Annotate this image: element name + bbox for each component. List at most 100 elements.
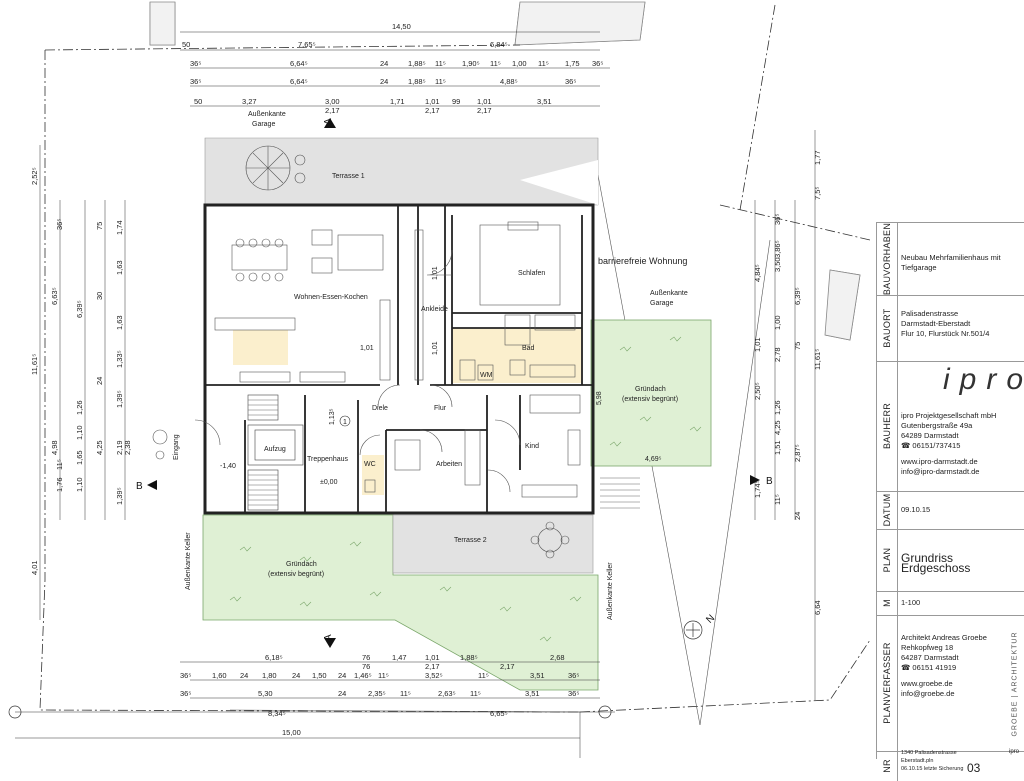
svg-text:3,00: 3,00 [325, 97, 340, 106]
svg-text:1,13⁵: 1,13⁵ [329, 408, 336, 425]
svg-text:4,88⁵: 4,88⁵ [500, 77, 518, 86]
svg-text:11⁵: 11⁵ [490, 59, 501, 68]
dimension-labels-bottom: 6,18⁵ 76 1,47 1,01 1,88⁵ 2,68 76 2,17 2,… [180, 653, 579, 737]
svg-text:11,61⁵: 11,61⁵ [30, 354, 39, 375]
svg-text:24: 24 [95, 377, 104, 385]
svg-text:1,90⁵: 1,90⁵ [462, 59, 480, 68]
svg-text:Garage: Garage [252, 121, 275, 128]
svg-text:barrierefreie Wohnung: barrierefreie Wohnung [598, 256, 687, 266]
grid-marker [598, 705, 612, 719]
dimension-lines [15, 31, 816, 739]
svg-text:1,74⁵: 1,74⁵ [753, 480, 762, 498]
svg-text:1,80: 1,80 [262, 671, 277, 680]
svg-text:1,47: 1,47 [392, 653, 407, 662]
bauherr-web[interactable]: www.ipro-darmstadt.de [901, 457, 978, 466]
svg-text:5,98: 5,98 [596, 391, 603, 405]
row-bauherr: BAUHERR ipro ipro Projektgesellschaft mb… [877, 361, 1024, 492]
svg-text:11⁵: 11⁵ [773, 494, 782, 505]
svg-text:76: 76 [362, 653, 370, 662]
svg-text:1,60: 1,60 [212, 671, 227, 680]
svg-text:1,46⁵: 1,46⁵ [354, 671, 372, 680]
svg-text:Kind: Kind [525, 443, 539, 450]
svg-text:11⁵: 11⁵ [538, 59, 549, 68]
svg-text:7,65⁵: 7,65⁵ [298, 40, 316, 49]
planverfasser-email[interactable]: info@groebe.de [901, 689, 955, 698]
svg-text:4,69⁵: 4,69⁵ [645, 456, 662, 463]
svg-text:1,39⁵: 1,39⁵ [115, 390, 124, 408]
planverfasser-web[interactable]: www.groebe.de [901, 679, 953, 688]
svg-text:14,50: 14,50 [392, 22, 411, 31]
svg-text:Schlafen: Schlafen [518, 270, 545, 277]
furniture [214, 221, 581, 559]
svg-text:1,63: 1,63 [115, 260, 124, 275]
plan-title: Grundriss Erdgeschoss [901, 551, 971, 575]
bauherr-line: Gutenbergstraße 49a [901, 421, 973, 430]
svg-text:(extensiv begrünt): (extensiv begrünt) [622, 396, 678, 403]
svg-text:24: 24 [240, 671, 248, 680]
planverfasser-line: Architekt Andreas Groebe [901, 633, 987, 642]
row-datum: DATUM 09.10.15 [877, 491, 1024, 530]
svg-text:4,25: 4,25 [95, 440, 104, 455]
room-labels: Terrasse 1 Wohnen-Essen-Kochen Ankleide … [264, 173, 678, 578]
label-bauort: BAUORT [882, 308, 892, 348]
svg-text:1,88⁵: 1,88⁵ [408, 77, 426, 86]
svg-text:15,00: 15,00 [282, 728, 301, 737]
planverfasser-line: Rehkopfweg 18 [901, 643, 954, 652]
door-swings [194, 249, 521, 493]
svg-text:2,52⁵: 2,52⁵ [30, 167, 39, 185]
svg-text:Bad: Bad [522, 345, 535, 352]
svg-text:1,26: 1,26 [773, 400, 782, 415]
row-planverfasser: PLANVERFASSER Architekt Andreas Groebe R… [877, 615, 1024, 752]
svg-text:4,98: 4,98 [50, 440, 59, 455]
svg-text:2,17: 2,17 [325, 106, 340, 115]
green-roof-texture [229, 336, 702, 642]
dimension-labels-left: 2,52⁵ 11,61⁵ 6,63⁵ 4,98 4,01 6,39⁵ 1,74 … [30, 167, 132, 575]
label-planverfasser: PLANVERFASSER [882, 642, 892, 724]
inner-walls [205, 205, 593, 513]
svg-text:2,38: 2,38 [123, 440, 132, 455]
svg-text:1,26: 1,26 [75, 400, 84, 415]
svg-text:24: 24 [292, 671, 300, 680]
svg-text:Wohnen-Essen-Kochen: Wohnen-Essen-Kochen [294, 294, 368, 301]
svg-text:Garage: Garage [650, 300, 673, 307]
svg-text:24: 24 [793, 512, 802, 520]
svg-text:1,01: 1,01 [425, 653, 440, 662]
svg-text:1,10: 1,10 [75, 425, 84, 440]
svg-text:Gründach: Gründach [286, 561, 317, 568]
svg-text:2,17: 2,17 [425, 106, 440, 115]
plan-number: 03 [967, 761, 981, 775]
svg-text:1,50: 1,50 [312, 671, 327, 680]
label-bauherr: BAUHERR [882, 402, 892, 450]
svg-text:1,77: 1,77 [813, 150, 822, 165]
svg-text:5,30: 5,30 [258, 689, 273, 698]
svg-text:Außenkante: Außenkante [248, 111, 286, 118]
walls [203, 203, 595, 515]
groebe-logo: GROEBE | ARCHITEKTUR [1011, 631, 1019, 737]
svg-text:1,01: 1,01 [360, 345, 374, 352]
svg-text:2,63⁵: 2,63⁵ [438, 689, 456, 698]
svg-text:2,19: 2,19 [115, 440, 124, 455]
svg-text:6,18⁵: 6,18⁵ [265, 653, 283, 662]
nr-ipro: ipro [1008, 749, 1019, 755]
bauherr-email[interactable]: info@ipro-darmstadt.de [901, 467, 980, 476]
svg-text:Terrasse 2: Terrasse 2 [454, 537, 487, 544]
svg-text:1,76: 1,76 [55, 477, 64, 492]
svg-text:1,10: 1,10 [75, 477, 84, 492]
svg-text:B: B [136, 481, 143, 492]
ipro-logo: ipro [943, 363, 1023, 396]
svg-text:-1,40: -1,40 [220, 463, 236, 470]
file-name-2: Eberstadt.pln [901, 758, 934, 764]
label-plan: PLAN [882, 547, 892, 573]
svg-text:2,17: 2,17 [425, 662, 440, 671]
svg-text:3,86⁵: 3,86⁵ [773, 240, 782, 258]
svg-text:24: 24 [380, 77, 388, 86]
svg-text:3,51: 3,51 [537, 97, 552, 106]
svg-text:7,5⁵: 7,5⁵ [813, 186, 822, 200]
svg-text:2,17: 2,17 [500, 662, 515, 671]
svg-text:6,65⁵: 6,65⁵ [490, 709, 508, 718]
svg-text:1,01: 1,01 [432, 341, 439, 355]
floor-plan: 14,50 50 7,65⁵ 6,84⁵ 36⁵ 6,64⁵ 24 1,88⁵ … [8, 1, 871, 758]
row-bauvorhaben: BAUVORHABEN Neubau Mehrfamilienhaus mit … [877, 223, 1024, 296]
label-m: M [882, 599, 892, 607]
svg-text:2,35⁵: 2,35⁵ [368, 689, 386, 698]
